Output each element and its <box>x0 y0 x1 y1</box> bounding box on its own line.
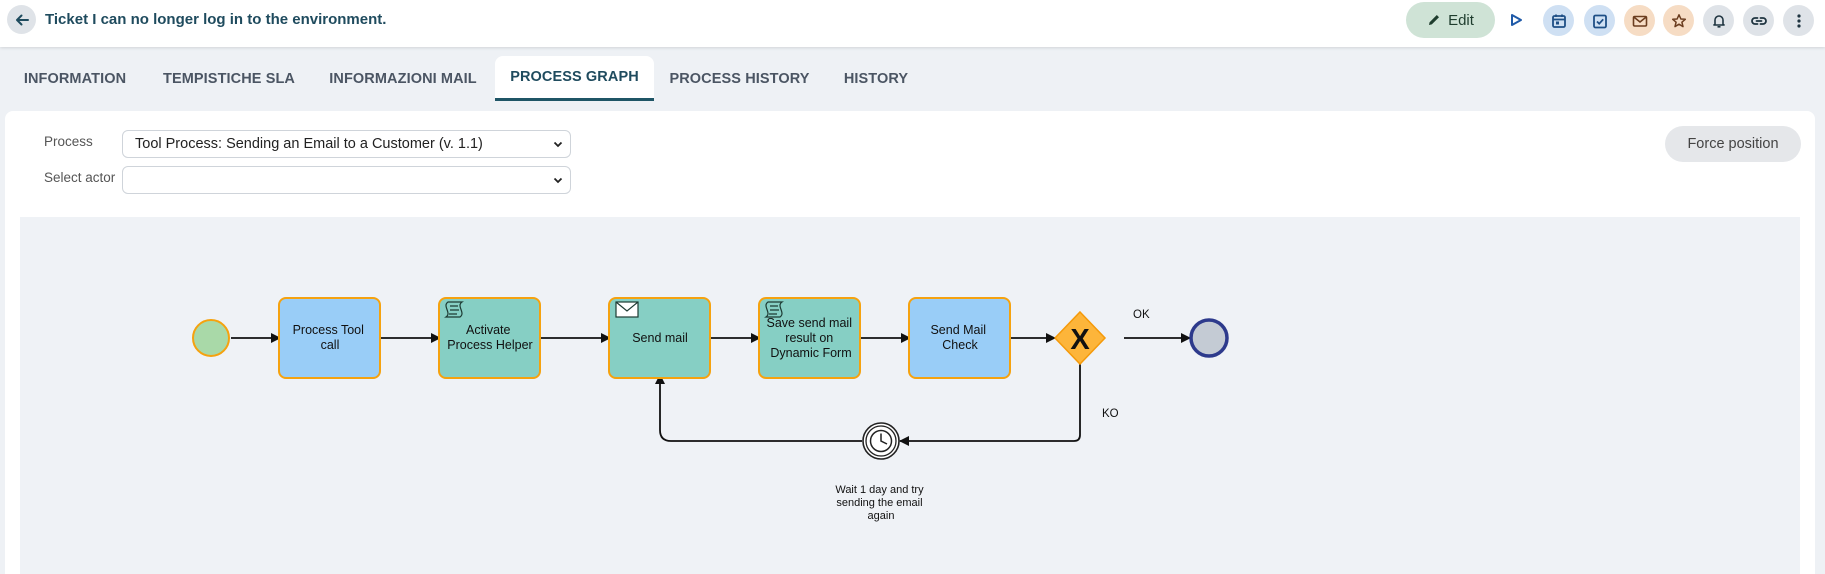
task-send-mail-check[interactable]: Send Mail Check <box>908 297 1011 379</box>
more-options-button[interactable] <box>1783 5 1814 36</box>
actor-select[interactable] <box>122 166 571 194</box>
tab-informazioni-mail[interactable]: INFORMAZIONI MAIL <box>329 70 477 87</box>
svg-text:Send mail: Send mail <box>632 331 688 345</box>
task-activate-process-helper[interactable]: Activate Process Helper <box>438 297 541 379</box>
clock-icon <box>869 429 893 453</box>
timer-label-line: sending the email <box>836 497 922 509</box>
page-title: Ticket I can no longer log in to the env… <box>45 11 387 28</box>
force-position-button[interactable]: Force position <box>1665 126 1801 162</box>
process-label: Process <box>44 134 93 149</box>
task-label-line: Check <box>942 338 978 352</box>
task-label-line: Dynamic Form <box>770 346 851 360</box>
chevron-down-icon <box>553 141 563 148</box>
flow-timer-to-send-mail <box>655 374 862 442</box>
process-select-value: Tool Process: Sending an Email to a Cust… <box>135 136 483 152</box>
exclusive-gateway[interactable]: X <box>1053 310 1107 366</box>
tab-bar: INFORMATION TEMPISTICHE SLA INFORMAZIONI… <box>0 56 1825 101</box>
svg-text:Save send mail result: Save send mail result on Dynamic Form <box>767 316 856 360</box>
bell-icon <box>1712 14 1725 28</box>
process-diagram-canvas: Process Tool call Activate Process Helpe… <box>20 217 1800 574</box>
link-icon <box>1750 16 1767 25</box>
top-header: Ticket I can no longer log in to the env… <box>0 0 1825 47</box>
task-label-line: Send Mail <box>930 323 986 337</box>
task-label-line: Save send mail <box>767 316 852 330</box>
script-icon <box>444 301 464 318</box>
svg-text:Send Mail Check: Send Mail Check <box>930 323 989 352</box>
flow-gateway-to-timer <box>899 364 1081 446</box>
calendar-icon <box>1551 14 1566 28</box>
start-event[interactable] <box>192 319 230 357</box>
tab-process-history[interactable]: PROCESS HISTORY <box>669 70 810 87</box>
process-diagram: Process Tool call Activate Process Helpe… <box>192 297 1229 522</box>
task-send-mail[interactable]: Send mail <box>608 297 711 379</box>
timer-label-line: Wait 1 day and try <box>835 484 924 496</box>
notifications-button[interactable] <box>1703 5 1734 36</box>
arrow-left-icon <box>15 14 29 25</box>
script-icon <box>764 301 784 318</box>
task-label-line: result on <box>785 331 833 345</box>
flow-label-ok: OK <box>1133 309 1150 321</box>
actor-label: Select actor <box>44 170 116 185</box>
play-icon <box>1511 14 1522 26</box>
end-event[interactable] <box>1189 318 1229 358</box>
edit-button-label: Edit <box>1448 11 1474 29</box>
chevron-down-icon <box>553 177 563 184</box>
gateway-x-icon: X <box>1070 324 1090 356</box>
sequence-flows <box>231 333 1191 446</box>
calendar-button[interactable] <box>1543 5 1574 36</box>
back-button[interactable] <box>7 5 36 34</box>
task-check-icon <box>1592 14 1607 28</box>
task-label-line: call <box>321 338 340 352</box>
tab-information[interactable]: INFORMATION <box>23 70 127 87</box>
task-label-line: Activate <box>466 323 511 337</box>
svg-text:Activate Process Helpe: Activate Process Helper <box>447 323 532 352</box>
task-label-line: Send mail <box>632 331 688 345</box>
envelope-icon <box>615 301 639 318</box>
mail-button[interactable] <box>1624 5 1655 36</box>
flow-label-ko: KO <box>1102 408 1119 420</box>
task-process-tool-call[interactable]: Process Tool call <box>278 297 381 379</box>
task-label-line: Process Tool <box>293 323 364 337</box>
task-save-send-mail-result[interactable]: Save send mail result on Dynamic Form <box>758 297 861 379</box>
pencil-icon <box>1429 15 1440 25</box>
tab-process-graph[interactable]: PROCESS GRAPH <box>495 56 654 101</box>
mail-icon <box>1632 15 1647 27</box>
svg-text:Process Tool call: Process Tool call <box>293 323 368 352</box>
tab-tempistiche-sla[interactable]: TEMPISTICHE SLA <box>162 70 295 87</box>
play-button[interactable] <box>1503 6 1529 34</box>
svg-text:Wait 1 day and try sendi: Wait 1 day and try sending the email aga… <box>835 484 926 522</box>
tab-history[interactable]: HISTORY <box>843 70 909 87</box>
link-button[interactable] <box>1743 5 1774 36</box>
task-label-line: Process Helper <box>447 338 532 352</box>
more-vertical-icon <box>1796 13 1801 28</box>
timer-label-line: again <box>868 510 895 522</box>
process-select[interactable]: Tool Process: Sending an Email to a Cust… <box>122 130 571 158</box>
task-button[interactable] <box>1584 5 1615 36</box>
timer-intermediate-event[interactable] <box>862 422 900 460</box>
edit-button[interactable]: Edit <box>1406 2 1495 38</box>
star-icon <box>1671 13 1686 27</box>
favorite-button[interactable] <box>1663 5 1694 36</box>
